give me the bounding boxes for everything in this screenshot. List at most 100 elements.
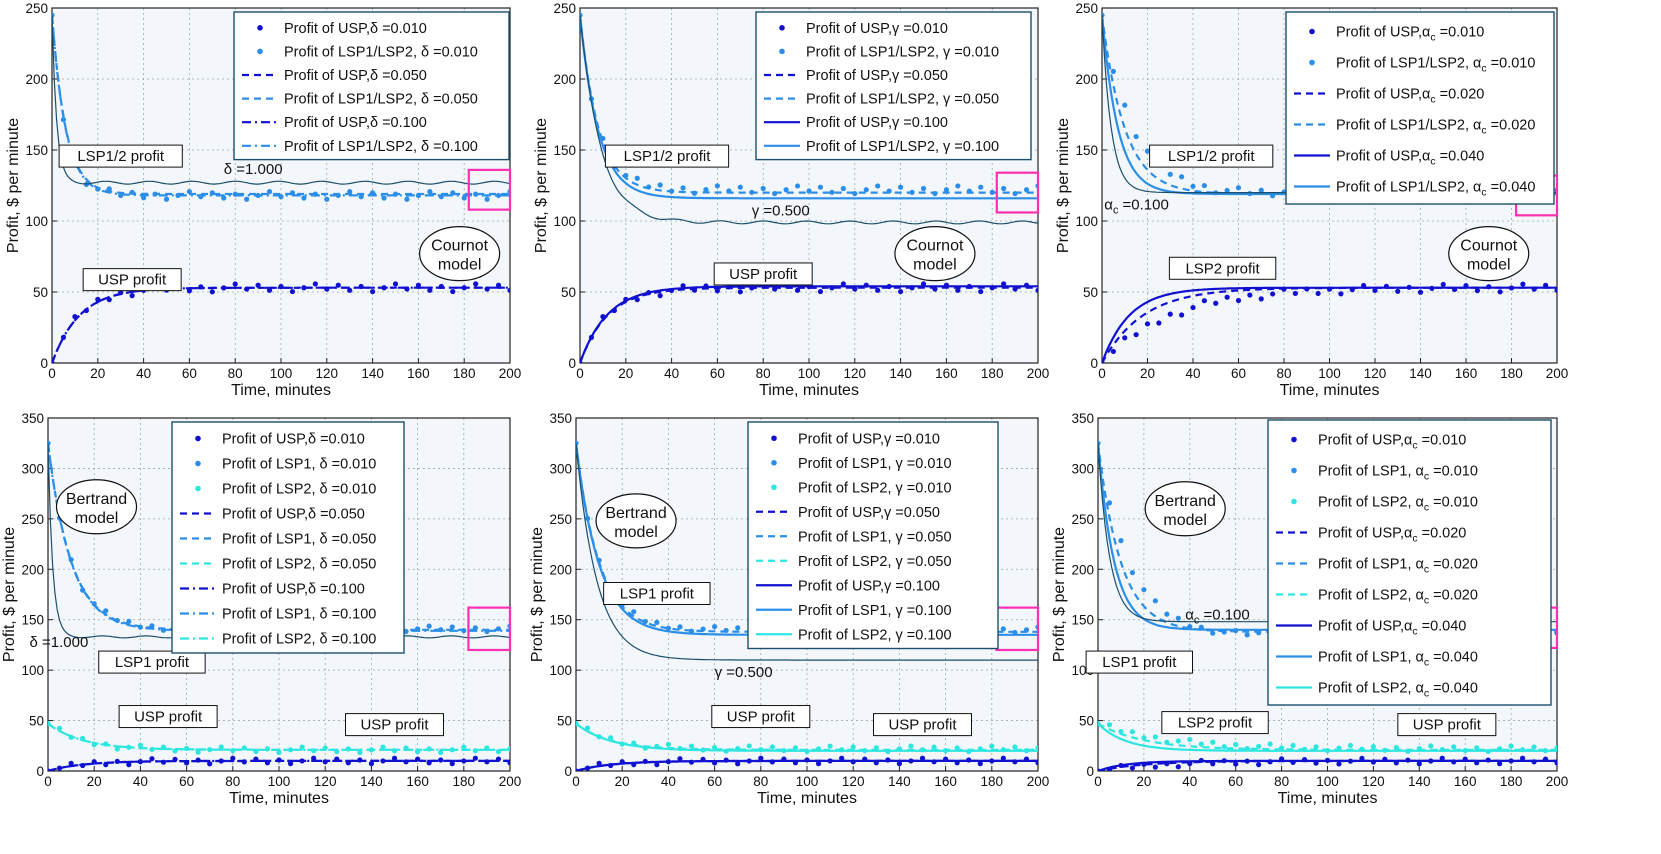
y-tick-label: 100 [25,214,48,229]
legend-entry-label: Profit of LSP2, γ =0.100 [798,627,952,643]
x-tick-label: 180 [981,774,1004,789]
annotation-label: LSP1/2 profit [624,148,712,165]
series-1-point [126,762,132,768]
series-4-point [438,194,444,200]
series-7-line [580,15,1038,225]
x-axis-label: Time, minutes [229,790,329,807]
series-1-point [657,293,663,299]
y-axis-label: Profit, $ per minute [1051,527,1068,662]
model-label-line2: model [1467,257,1511,274]
legend-entry-label: Profit of LSP1, αc =0.010 [1318,464,1478,483]
y-tick-label: 350 [21,411,44,426]
y-tick-label: 350 [549,411,572,426]
series-1-point [68,760,74,766]
series-1-point [1133,332,1139,338]
legend-entry-label: Profit of USP,γ =0.100 [806,115,948,131]
series-1-point [1175,764,1181,770]
series-7-point [769,744,775,750]
series-5-line [52,15,510,196]
plot-frame [1097,417,1558,772]
legend-entry-label: Profit of USP,γ =0.010 [798,431,940,447]
series-7-point [114,746,120,752]
x-axis-label: Time, minutes [1280,382,1380,399]
annotation-box [604,144,730,168]
x-tick-label: 140 [1408,774,1431,789]
legend-entry-label: Profit of LSP2, γ =0.050 [798,554,952,570]
series-4-point [484,196,490,202]
x-tick-label: 200 [1027,366,1050,381]
series-7-point [357,749,363,756]
x-tick-label: 180 [453,774,476,789]
series-4-point [141,195,147,201]
series-4-point [677,624,683,630]
series-1-point [654,762,660,768]
legend-marker [771,435,777,442]
x-tick-label: 80 [753,774,768,789]
series-7-point [195,749,201,755]
highlight-box [467,606,512,652]
x-tick-label: 0 [572,774,580,789]
legend-entry-label: Profit of LSP1/LSP2, γ =0.100 [806,139,999,155]
annotation-box [58,144,183,168]
y-tick-label: 200 [553,72,576,87]
x-tick-label: 40 [1185,366,1200,381]
series-7-point [1118,729,1124,735]
y-tick-label: 100 [1075,214,1098,229]
legend-entry-label: Profit of LSP1/LSP2, αc =0.040 [1336,180,1535,199]
legend-entry-label: Profit of USP,δ =0.050 [284,68,427,84]
series-1-point [391,755,398,761]
series-7-point [1347,742,1354,749]
x-tick-label: 160 [934,774,957,789]
series-4-point [920,185,927,192]
y-tick-label: 250 [553,1,576,16]
series-1-point [714,288,721,294]
series-1-point [209,289,215,295]
annotation-label: USP profit [888,717,957,734]
legend-entry-label: Profit of LSP1/LSP2, αc =0.020 [1336,118,1535,137]
legend-marker [1291,498,1297,505]
x-tick-label: 120 [1362,774,1385,789]
series-1-point [919,755,926,761]
series-7-point [931,744,937,750]
y-tick-label: 150 [549,613,572,628]
series-7-point [1474,745,1480,751]
series-4-point [1110,68,1116,74]
series-1-point [1247,292,1253,298]
legend-entry-label: Profit of LSP1, δ =0.100 [222,607,376,623]
legend-entry-label: Profit of LSP1, γ =0.050 [798,529,952,545]
series-4-point [1175,615,1181,621]
x-tick-label: 40 [136,366,151,381]
x-tick-label: 200 [499,774,522,789]
series-7-point [1531,744,1537,750]
legend-entry-label: Profit of LSP2, δ =0.100 [222,632,376,648]
series-4-point [461,195,467,201]
series-1-point [472,755,478,761]
model-ellipse [894,226,976,282]
series-4-point [1023,187,1030,193]
series-7-point [1267,741,1273,747]
series-1-point [207,761,213,767]
series-4-point [1152,598,1158,604]
series-4-point [737,184,743,190]
series-1-point [368,761,374,767]
y-tick-label: 300 [21,461,44,476]
series-7-point [1428,743,1434,749]
series-4-point [760,185,766,192]
series-1-point [1519,755,1526,761]
x-tick-label: 160 [407,366,430,381]
x-tick-label: 140 [1409,366,1432,381]
series-4-point [301,195,307,201]
annotation-box [873,713,972,737]
series-4-point [783,187,789,193]
legend-entry-label: Profit of LSP1/LSP2, δ =0.100 [284,139,478,155]
series-4-point [631,609,637,615]
y-axis-label: Profit, $ per minute [1,527,18,662]
y-axis-label: Profit, $ per minute [533,118,550,253]
series-1-point [507,287,510,293]
series-1-point [839,755,845,761]
series-1-point [1439,755,1445,761]
plot-frame [575,417,1039,772]
series-4-point [103,608,109,614]
series-7-point [56,725,63,731]
